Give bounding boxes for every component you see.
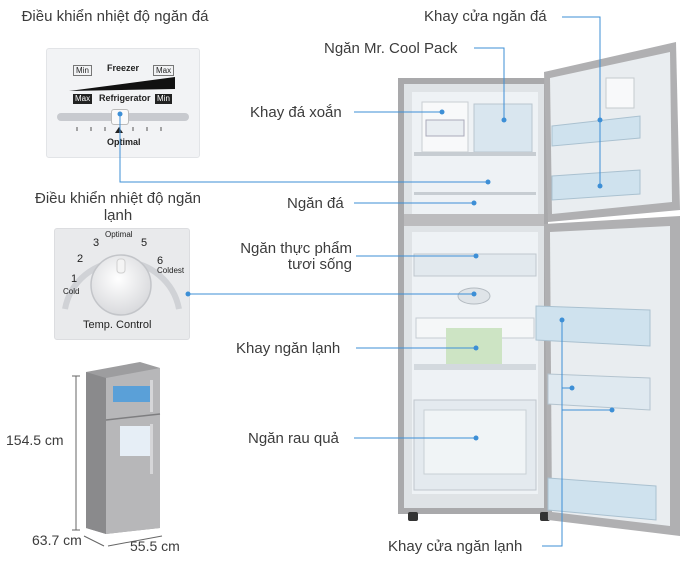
label-fridge-shelf: Khay ngăn lạnh — [236, 340, 341, 357]
freezer-label: Freezer — [107, 63, 140, 73]
refrigerator-max-label: Max — [73, 94, 93, 104]
dial-cold-label: Cold — [63, 287, 80, 296]
freezer-max-label: Max — [153, 65, 175, 76]
fridge-control-title: Điều khiển nhiệt độ ngăn lạnh — [35, 190, 201, 224]
label-veg-drawer: Ngăn rau quả — [248, 430, 339, 447]
freezer-min-label: Min — [73, 65, 92, 76]
fridge-dial-graphic — [62, 254, 182, 316]
width-dimension: 55.5 cm — [130, 538, 180, 554]
refrigerator-min-label: Min — [155, 94, 172, 104]
depth-dimension: 63.7 cm — [32, 532, 82, 548]
freezer-control-panel: Min Freezer Max Max Refrigerator Min Opt… — [46, 48, 200, 158]
dial-number-3: 3 — [93, 237, 100, 249]
freezer-control-title: Điều khiển nhiệt độ ngăn đá — [21, 8, 209, 25]
height-dimension: 154.5 cm — [6, 432, 64, 448]
label-cool-pack: Ngăn Mr. Cool Pack — [324, 40, 458, 57]
dial-number-2: 2 — [77, 253, 84, 265]
label-freezer-compartment: Ngăn đá — [287, 195, 344, 212]
dial-caption: Temp. Control — [83, 319, 152, 331]
dial-coldest-label: Coldest — [157, 266, 185, 275]
label-fresh-food-2: tươi sống — [287, 256, 352, 273]
label-fridge-door-tray: Khay cửa ngăn lạnh — [388, 538, 523, 555]
freezer-optimal-label: Optimal — [107, 137, 141, 147]
dial-number-6: 6 — [157, 255, 164, 267]
label-ice-twist-tray: Khay đá xoắn — [250, 104, 342, 121]
dial-number-1: 1 — [71, 273, 78, 285]
label-fresh-food-1: Ngăn thực phẩm — [240, 240, 352, 257]
label-freezer-door-tray: Khay cửa ngăn đá — [424, 8, 547, 25]
fridge-control-panel: 1 2 3 Optimal 5 6 Coldest Cold Temp. Con… — [54, 228, 190, 340]
dial-optimal-label: Optimal — [105, 230, 133, 239]
dial-number-5: 5 — [141, 237, 148, 249]
refrigerator-label: Refrigerator — [99, 93, 151, 103]
